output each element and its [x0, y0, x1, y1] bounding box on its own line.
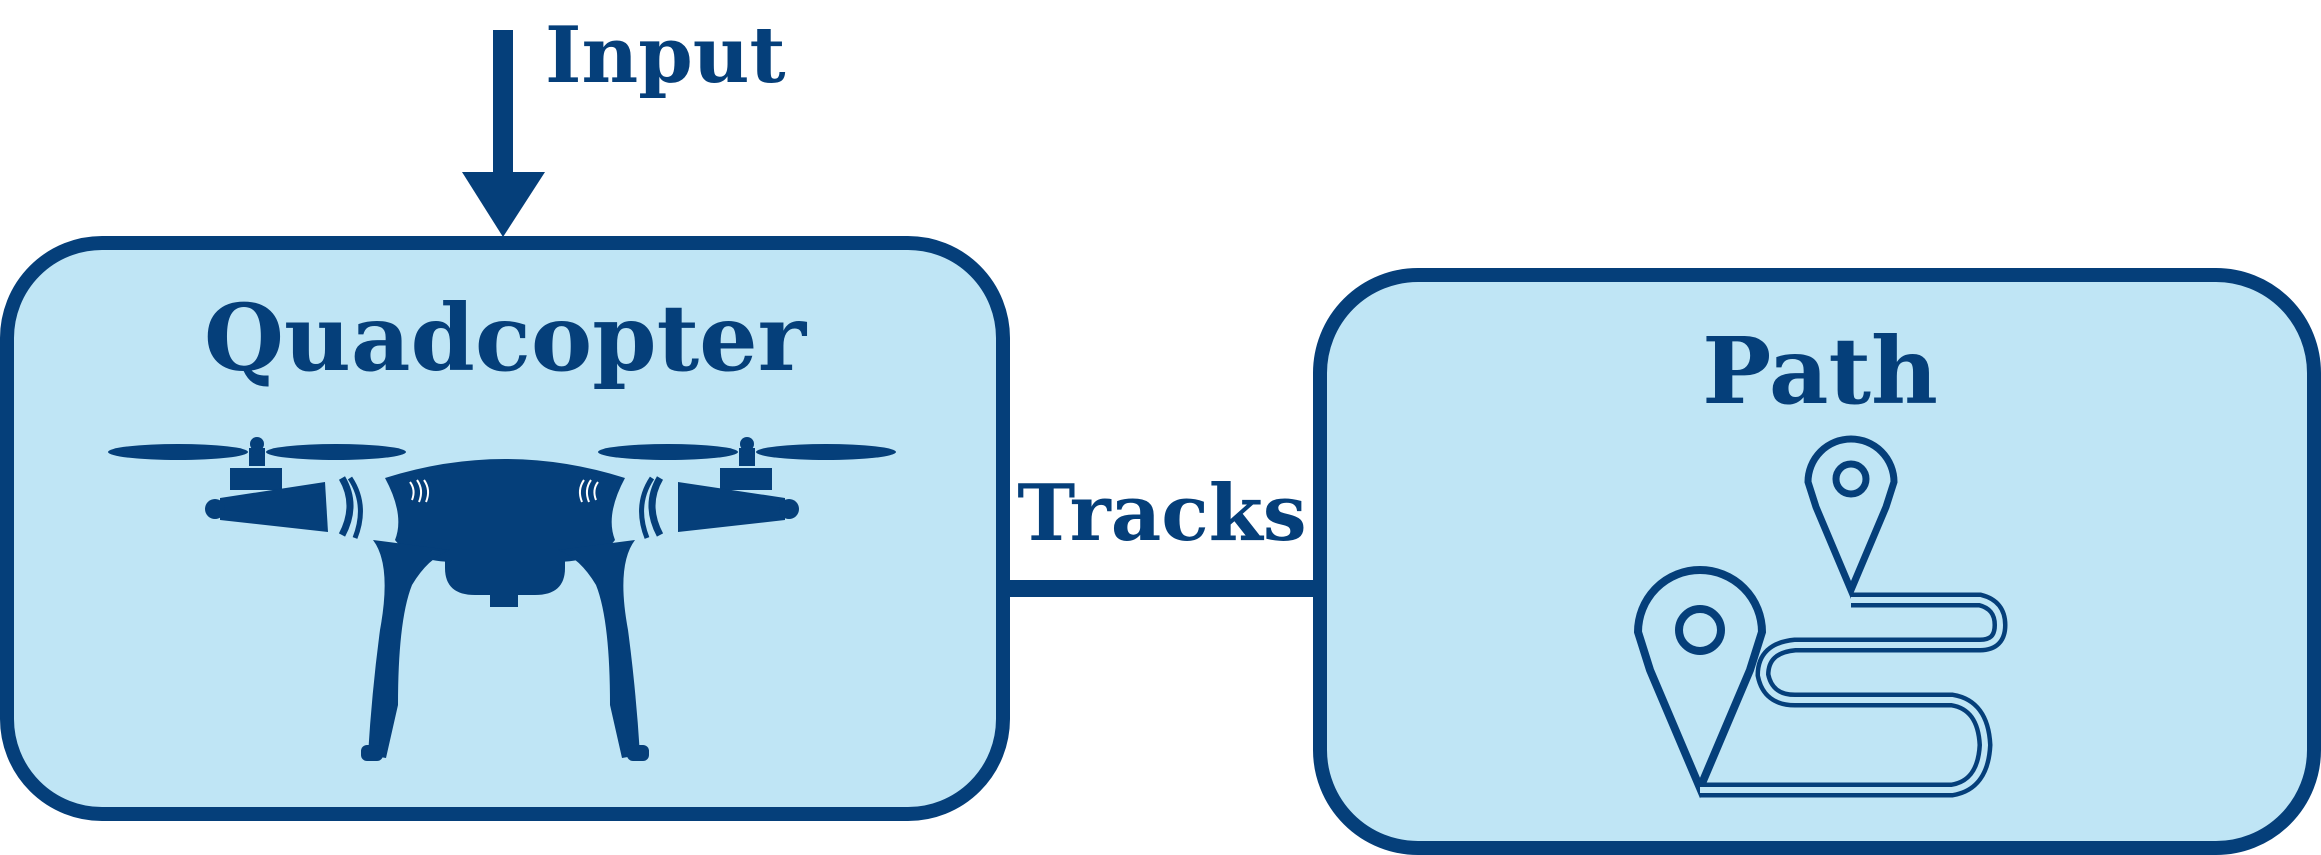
input-arrow: [462, 30, 545, 237]
quadcopter-label: Quadcopter: [204, 284, 808, 392]
tracks-label: Tracks: [1017, 468, 1306, 559]
input-label: Input: [545, 10, 785, 101]
path-box: [1313, 268, 2321, 855]
path-label: Path: [1702, 317, 1938, 425]
route-with-map-pins-icon: [1633, 435, 2008, 799]
drone-icon: [108, 437, 896, 761]
tracks-connector: [1003, 580, 1320, 597]
